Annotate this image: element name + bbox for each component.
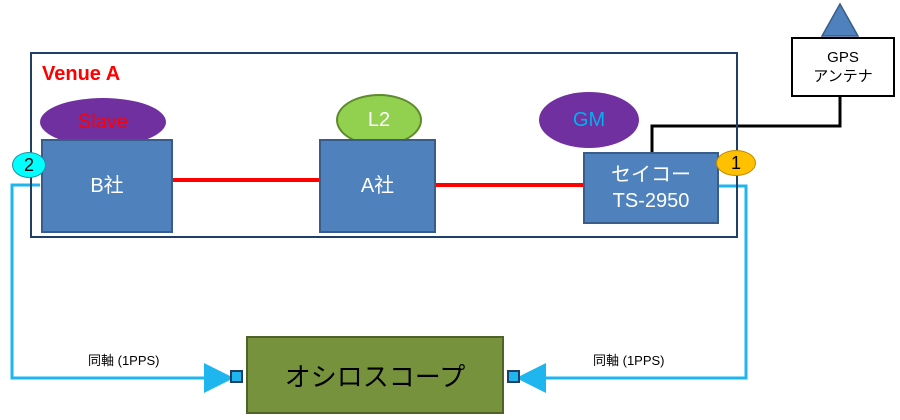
- oscilloscope-box[interactable]: オシロスコープ: [246, 336, 504, 414]
- role-slave: Slave: [40, 98, 166, 146]
- gps-cable: [650, 96, 842, 152]
- port-2-label: 2: [23, 154, 34, 175]
- role-l2: L2: [336, 94, 422, 146]
- node-b[interactable]: B社: [41, 139, 173, 233]
- node-a[interactable]: A社: [319, 139, 436, 233]
- role-gm: GM: [539, 92, 639, 148]
- port-1-badge: 1: [716, 150, 756, 176]
- coax-left: [10, 183, 234, 393]
- gps-antenna-box[interactable]: GPS アンテナ: [791, 37, 895, 97]
- coax-right-label: 同軸 (1PPS): [593, 353, 665, 368]
- scope-port-right: [507, 370, 520, 383]
- scope-port-left: [230, 370, 243, 383]
- oscilloscope-label: オシロスコープ: [284, 361, 466, 392]
- gps-line2: アンテナ: [813, 68, 873, 85]
- port-2-badge: 2: [12, 152, 46, 178]
- coax-right: [516, 184, 748, 393]
- role-slave-label: Slave: [77, 110, 129, 133]
- gps-antenna-icon: [820, 2, 860, 37]
- node-b-label: B社: [90, 175, 124, 197]
- gps-line1: GPS: [827, 49, 859, 66]
- venue-frame: [30, 52, 738, 238]
- role-gm-label: GM: [572, 108, 606, 131]
- role-l2-label: L2: [367, 108, 391, 131]
- node-seiko-line1: セイコー: [611, 164, 691, 186]
- port-1-label: 1: [730, 152, 741, 173]
- coax-left-label: 同軸 (1PPS): [88, 353, 160, 368]
- node-a-label: A社: [360, 175, 395, 197]
- venue-label: Venue A: [42, 63, 121, 85]
- node-seiko[interactable]: セイコー TS-2950: [583, 152, 719, 224]
- node-seiko-line2: TS-2950: [612, 190, 690, 212]
